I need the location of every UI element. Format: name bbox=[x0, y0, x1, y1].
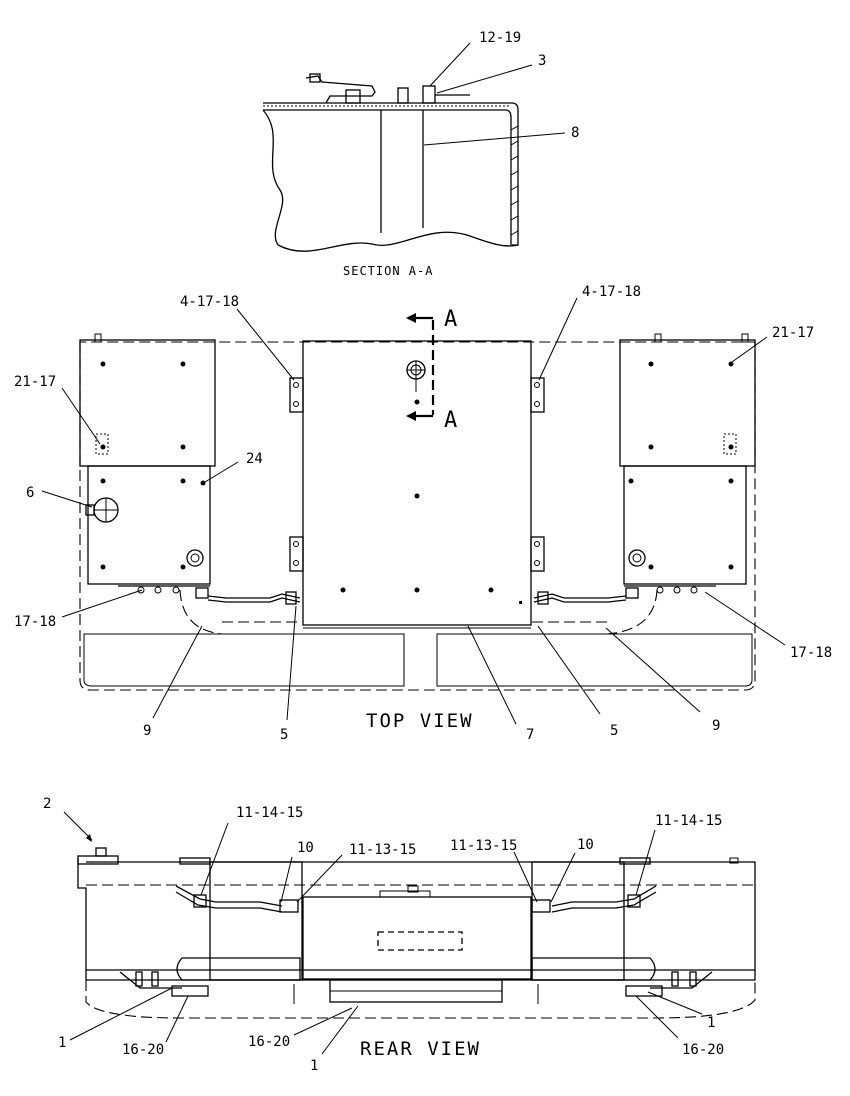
callout-9-left: 9 bbox=[143, 723, 151, 739]
section-marker-bottom: A bbox=[444, 408, 457, 433]
callout-16-20-right: 16-20 bbox=[682, 1042, 724, 1058]
callout-11-13-15-left: 11-13-15 bbox=[349, 842, 416, 858]
section-callouts: 12-19 3 8 bbox=[423, 30, 579, 146]
callout-12-19: 12-19 bbox=[479, 30, 521, 46]
callout-1-left: 1 bbox=[58, 1035, 66, 1051]
callout-11-13-15-right: 11-13-15 bbox=[450, 838, 517, 854]
callout-1-center: 1 bbox=[310, 1058, 318, 1074]
rear-view: REAR VIEW bbox=[77, 847, 756, 1060]
callout-21-17-left: 21-17 bbox=[14, 374, 56, 390]
section-a-a-view: SECTION A-A bbox=[262, 73, 519, 278]
callout-2: 2 bbox=[43, 796, 51, 812]
rear-view-callouts: 2 11-14-15 10 11-13-15 11-13-15 10 11-14… bbox=[43, 796, 724, 1074]
callout-4-17-18-right: 4-17-18 bbox=[582, 284, 641, 300]
callout-11-14-15-right: 11-14-15 bbox=[655, 813, 722, 829]
callout-1-right: 1 bbox=[707, 1015, 715, 1031]
section-a-a-title: SECTION A-A bbox=[343, 264, 433, 278]
callout-16-20-center: 16-20 bbox=[248, 1034, 290, 1050]
callout-8: 8 bbox=[571, 125, 579, 141]
callout-21-17-right: 21-17 bbox=[772, 325, 814, 341]
callout-24: 24 bbox=[246, 451, 263, 467]
top-view-title: TOP VIEW bbox=[366, 710, 474, 732]
callout-11-14-15-left: 11-14-15 bbox=[236, 805, 303, 821]
callout-5-left: 5 bbox=[280, 727, 288, 743]
wall-hatching bbox=[510, 125, 519, 236]
callout-9-right: 9 bbox=[712, 718, 720, 734]
callout-4-17-18-left: 4-17-18 bbox=[180, 294, 239, 310]
callout-6: 6 bbox=[26, 485, 34, 501]
callout-10-right: 10 bbox=[577, 837, 594, 853]
top-view-callouts: 4-17-18 4-17-18 21-17 21-17 24 6 17-18 1… bbox=[14, 284, 832, 743]
callout-17-18-right: 17-18 bbox=[790, 645, 832, 661]
top-view: A A TOP VIEW bbox=[79, 307, 756, 732]
callout-5-right: 5 bbox=[610, 723, 618, 739]
callout-17-18-left: 17-18 bbox=[14, 614, 56, 630]
rear-view-title: REAR VIEW bbox=[360, 1038, 481, 1060]
callout-3: 3 bbox=[538, 53, 546, 69]
section-marker-top: A bbox=[444, 307, 457, 332]
callout-10-left: 10 bbox=[297, 840, 314, 856]
callout-7: 7 bbox=[526, 727, 534, 743]
callout-16-20-left: 16-20 bbox=[122, 1042, 164, 1058]
